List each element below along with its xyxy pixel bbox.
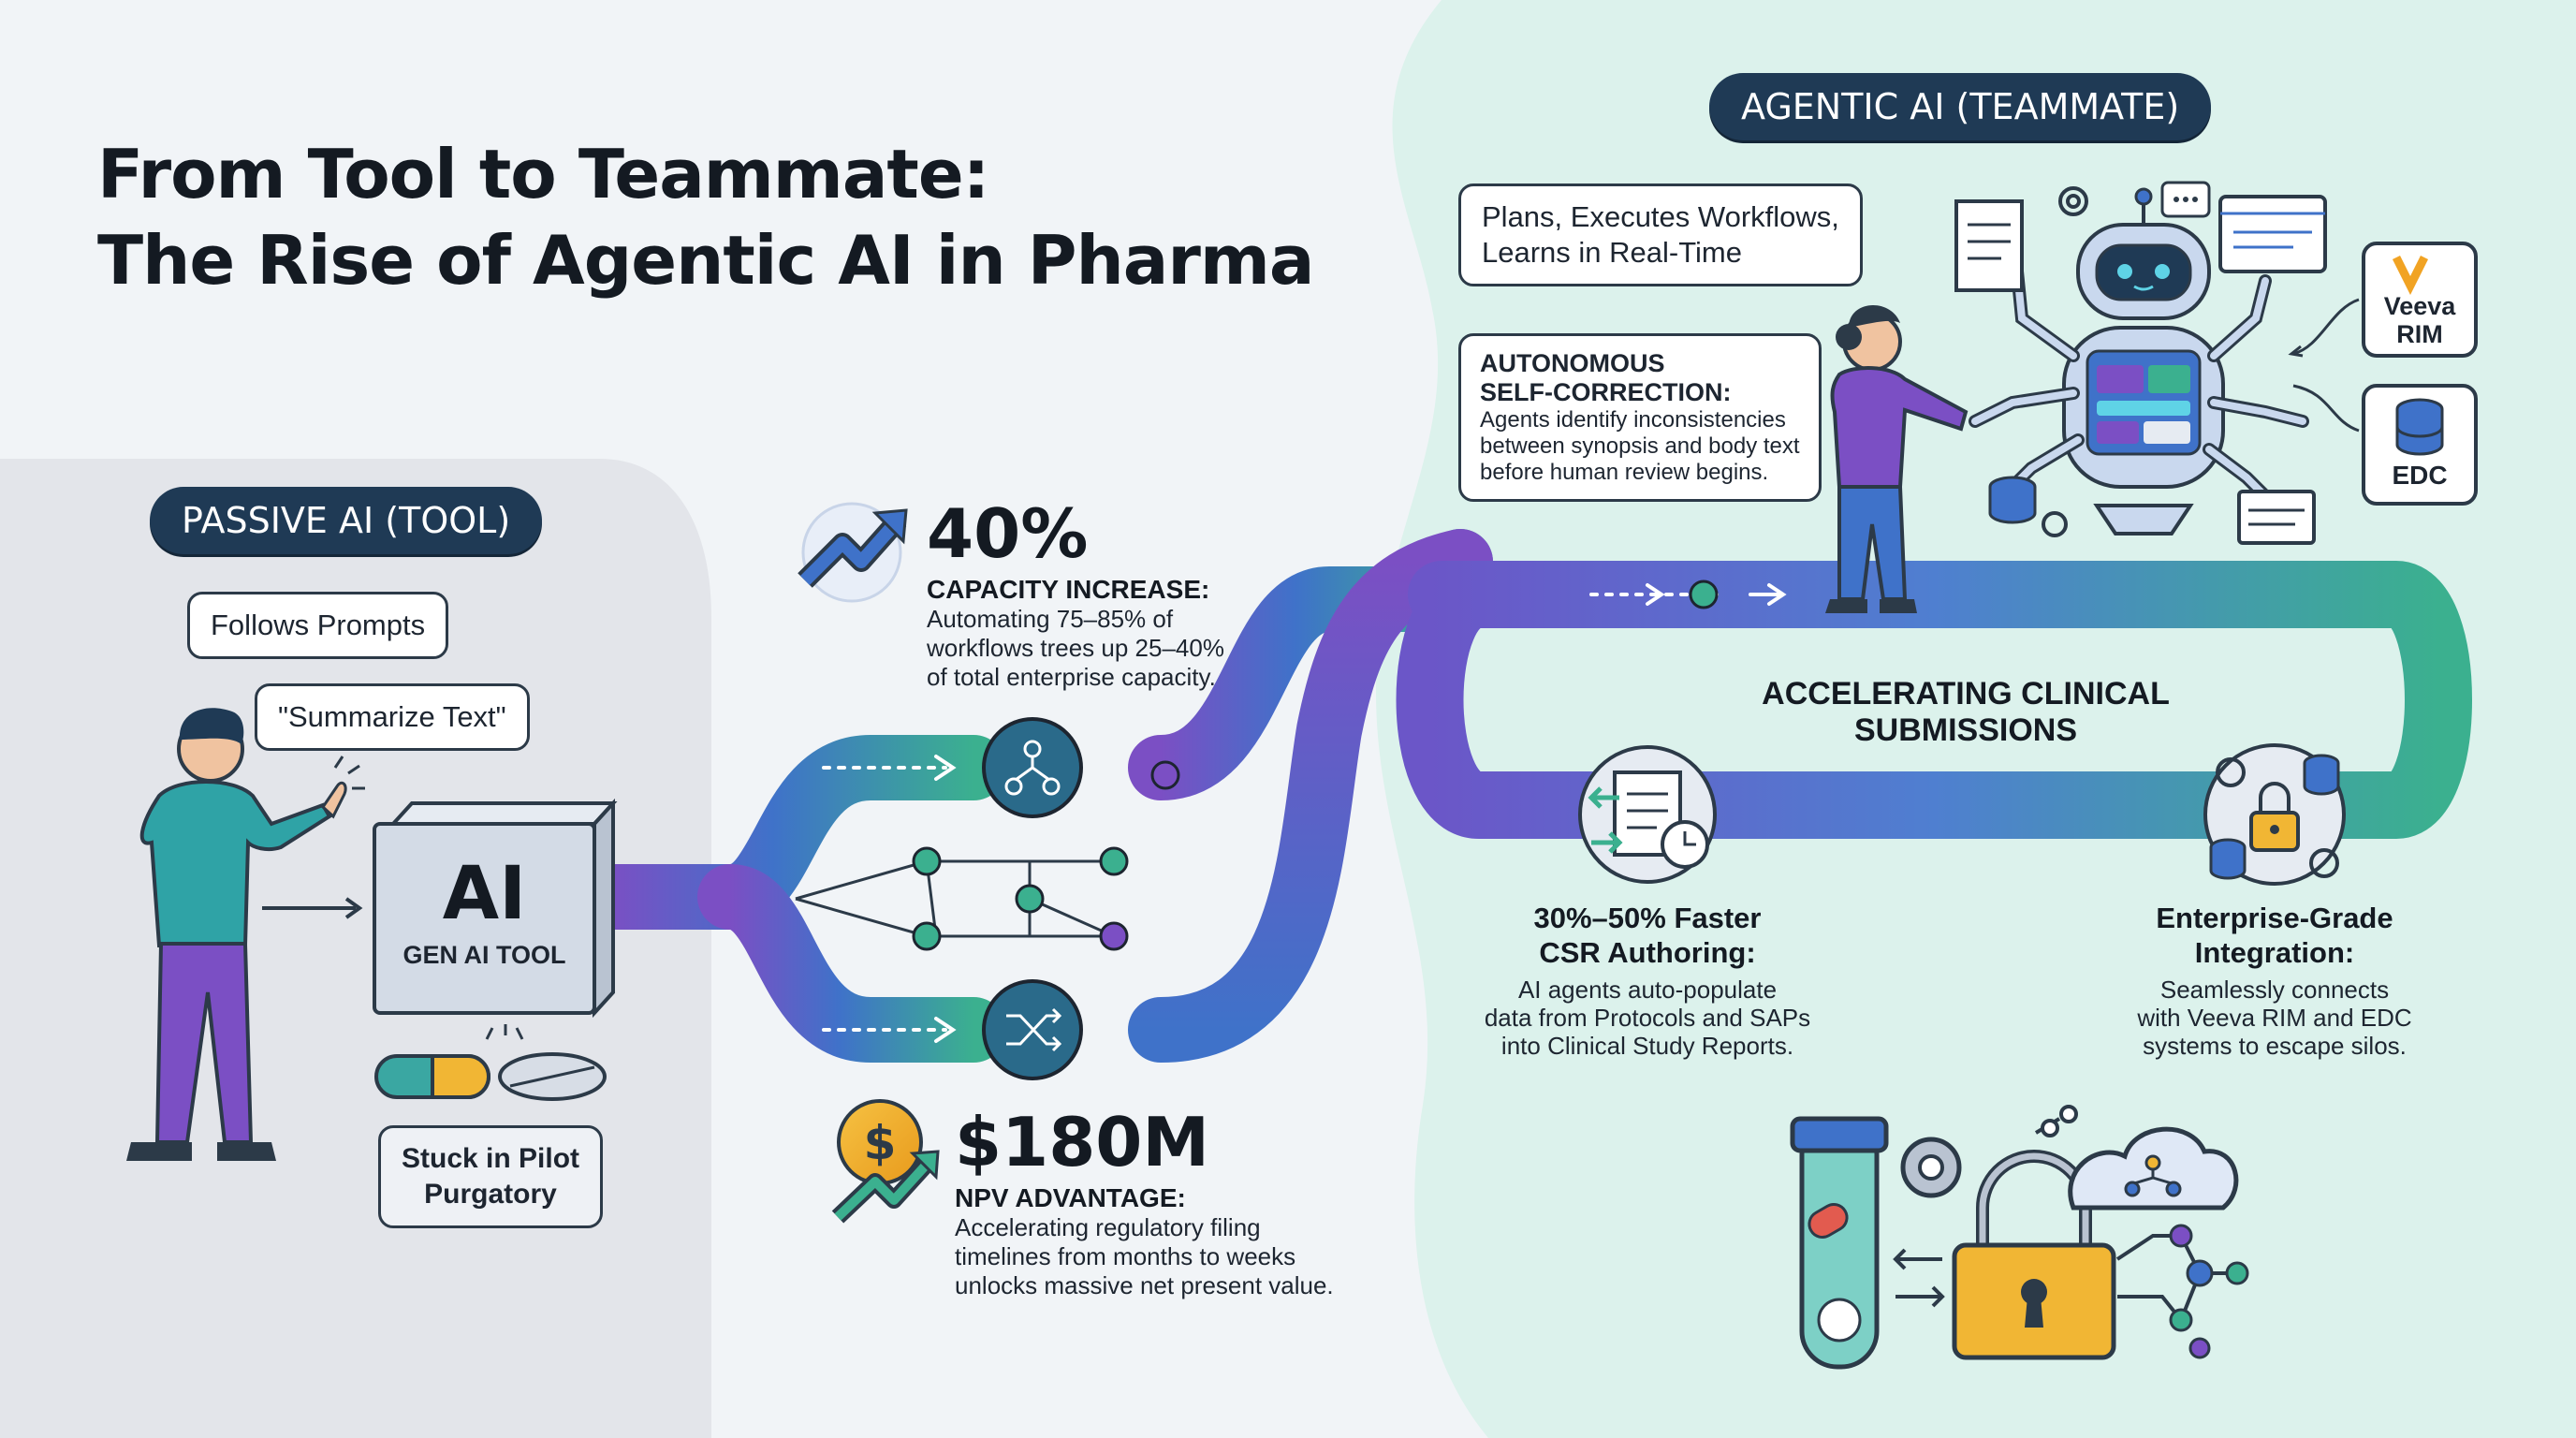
test-tube-icon [1790,1116,1889,1370]
capacity-value: 40% [927,494,1089,573]
csr-body-2: data from Protocols and SAPs [1484,1004,1811,1032]
person-handshake-icon [1825,305,1969,613]
capacity-body-2: workflows trees up 25–40% [927,634,1224,662]
integration-caption: Enterprise-Grade Integration: Seamlessly… [2087,901,2462,1060]
veeva-line-2: RIM [2396,320,2443,348]
passive-ai-badge: PASSIVE AI (TOOL) [150,487,543,554]
shuffle-icon [982,979,1083,1080]
gen-ai-tool-label: GEN AI TOOL [402,941,566,969]
npv-body-3: unlocks massive net present value. [955,1271,1334,1299]
gear-icon [2042,186,2088,537]
plans-line-1: Plans, Executes Workflows, [1482,200,1839,233]
page-title: From Tool to Teammate: The Rise of Agent… [97,131,1315,303]
dollar-coin-icon: $ [831,1099,940,1224]
npv-body-2: timelines from months to weeks [955,1242,1296,1270]
capacity-body-1: Automating 75–85% of [927,605,1174,633]
pilot-purgatory-box: Stuck in Pilot Purgatory [378,1125,604,1228]
integration-body-1: Seamlessly connects [2159,976,2390,1004]
self-correction-body-1: Agents identify inconsistencies [1480,407,1786,433]
stuck-line-2: Purgatory [424,1179,557,1210]
loop-label: ACCELERATING CLINICAL SUBMISSIONS [1762,676,2170,748]
document-clock-icon [1578,745,1717,884]
plans-line-2: Learns in Real-Time [1482,236,1742,269]
csr-body-1: AI agents auto-populate [1517,976,1778,1004]
trend-up-arrow-icon [798,502,908,603]
self-correction-body-3: before human review begins. [1480,460,1769,485]
follows-prompts-bubble: Follows Prompts [187,592,449,659]
title-line-2: The Rise of Agentic AI in Pharma [97,221,1315,300]
gear-icon [1900,1137,1962,1198]
csr-body-3: into Clinical Study Reports. [1500,1032,1794,1060]
stuck-line-1: Stuck in Pilot [402,1143,580,1174]
npv-stat: $180M NPV ADVANTAGE: Accelerating regula… [955,1103,1334,1300]
title-line-1: From Tool to Teammate: [97,135,989,213]
person-pointing-icon [126,708,365,1161]
csr-head-1: 30%–50% Faster [1533,902,1762,934]
svg-text:$: $ [864,1116,897,1170]
capacity-head: CAPACITY INCREASE: [927,575,1210,604]
cloud-network-icon [2068,1126,2239,1211]
ai-tool-label: AI GEN AI TOOL [374,857,594,970]
npv-value: $180M [955,1103,1210,1181]
summarize-text-bubble: "Summarize Text" [255,683,530,751]
self-correction-head-2: SELF-CORRECTION: [1480,378,1732,406]
veeva-rim-label: Veeva RIM [2364,292,2476,348]
lock-gear-database-icon [2203,743,2346,886]
self-correction-box: AUTONOMOUS SELF-CORRECTION: Agents ident… [1458,333,1822,502]
integration-head-2: Integration: [2194,936,2355,969]
csr-caption: 30%–50% Faster CSR Authoring: AI agents … [1460,901,1835,1060]
tree-nodes [912,580,1719,951]
ai-label: AI [442,852,527,936]
padlock-icon [1952,1150,2116,1360]
database-icon [2395,398,2444,456]
veeva-rim-card [2362,242,2478,358]
node-tree [795,859,1115,938]
ai-tool-cube [373,798,618,1019]
capacity-stat: 40% CAPACITY INCREASE: Automating 75–85%… [927,494,1224,692]
pill-capsule-icon [374,1024,607,1101]
npv-body-1: Accelerating regulatory filing [955,1213,1261,1241]
veeva-line-1: Veeva [2383,292,2456,320]
edc-label: EDC [2392,461,2448,490]
agentic-ai-badge: AGENTIC AI (TEAMMATE) [1709,73,2212,140]
integration-body-3: systems to escape silos. [2143,1032,2407,1060]
self-correction-head-1: AUTONOMOUS [1480,349,1665,377]
integration-body-2: with Veeva RIM and EDC [2137,1004,2412,1032]
npv-head: NPV ADVANTAGE: [955,1183,1186,1212]
multi-arm-robot-icon [1954,181,2327,545]
self-correction-body-2: between synopsis and body text [1480,433,1800,459]
loop-track [1396,561,2472,839]
csr-head-2: CSR Authoring: [1539,936,1756,969]
network-node-icon [982,717,1083,818]
integration-head-1: Enterprise-Grade [2156,902,2393,934]
capacity-body-3: of total enterprise capacity. [927,663,1216,691]
plans-executes-bubble: Plans, Executes Workflows, Learns in Rea… [1458,183,1863,286]
